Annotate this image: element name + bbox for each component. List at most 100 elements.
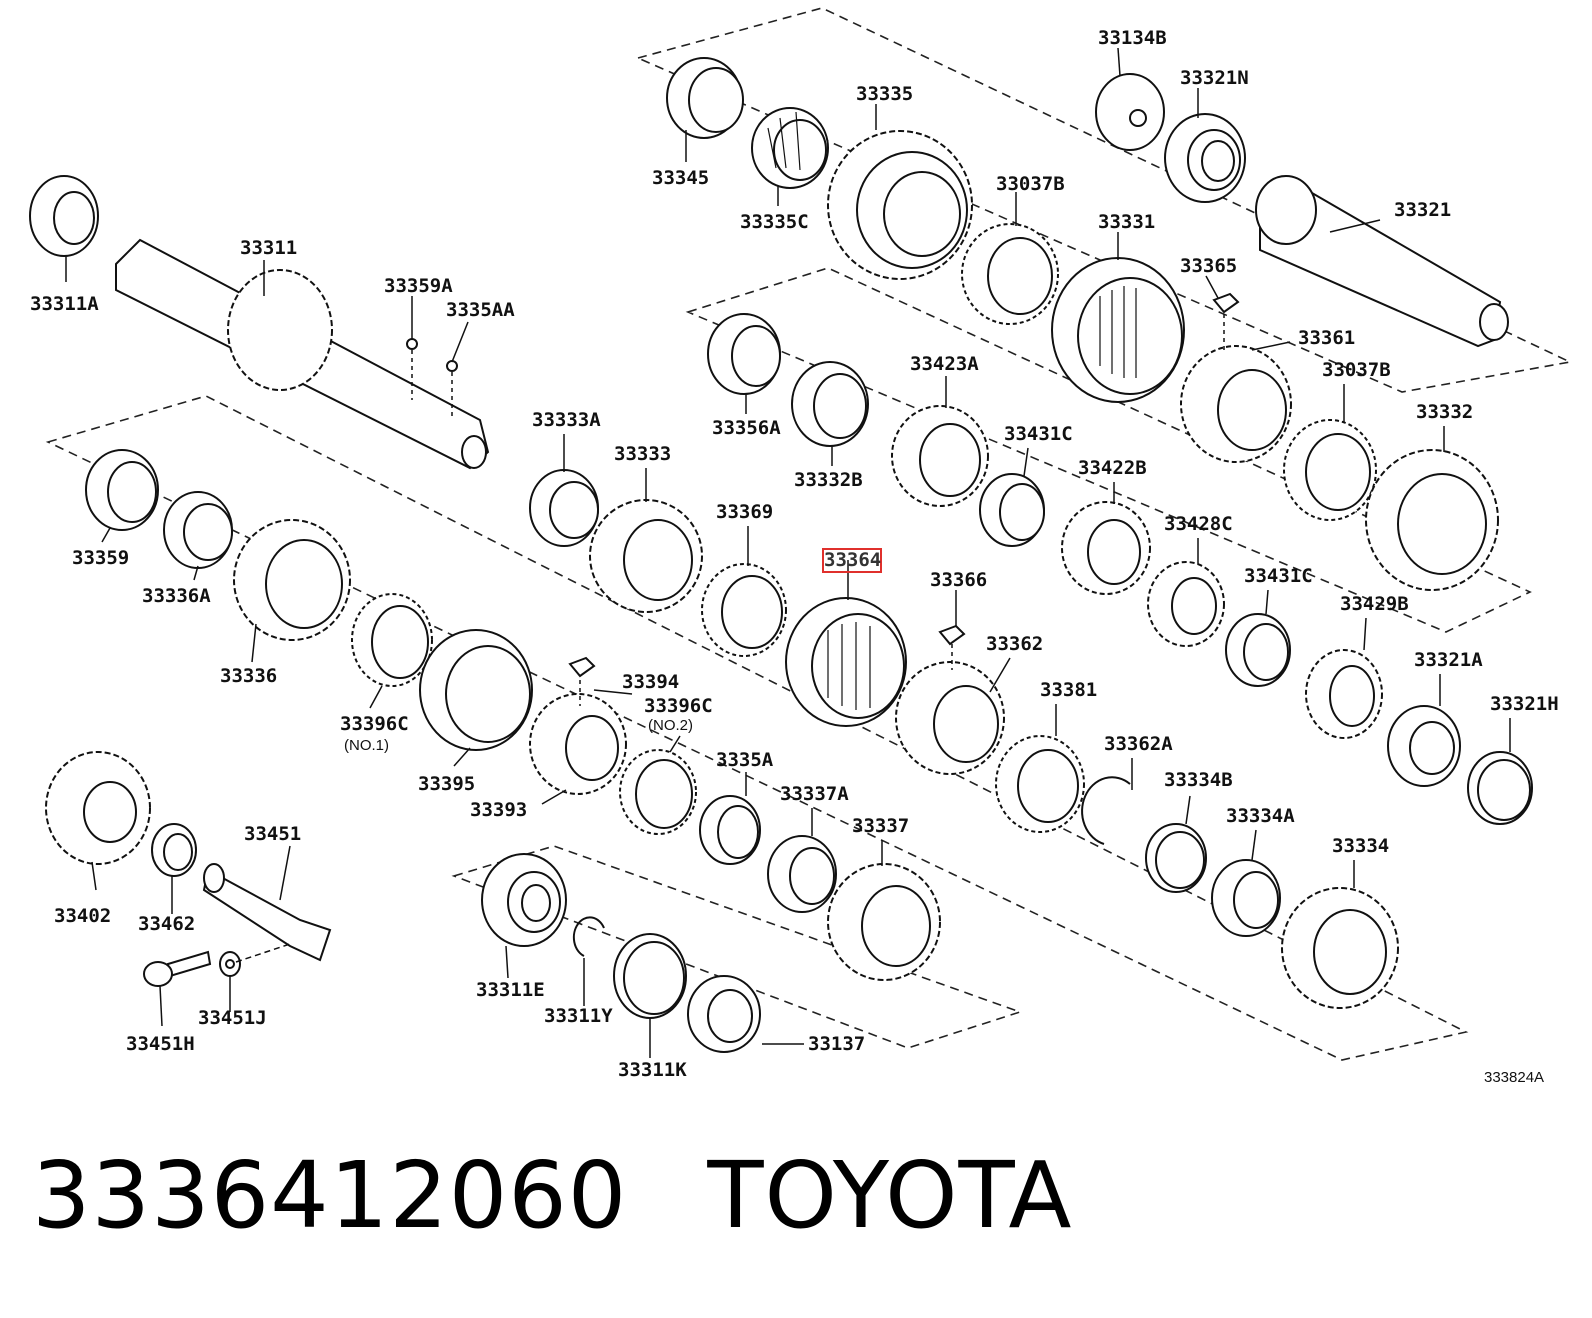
label-33321N: 33321N: [1180, 67, 1249, 89]
snapring-33362A: [1081, 776, 1131, 845]
bolt-33451H: [143, 950, 212, 987]
key-33366: [938, 624, 966, 646]
label-33037B-top: 33037B: [996, 173, 1065, 195]
caption: 3336412060 TOYOTA: [32, 1150, 1073, 1242]
sleeve-33359: [85, 449, 159, 531]
bearing-33321N: [1164, 113, 1246, 203]
sleeve-33331: [1051, 257, 1185, 403]
label-33369: 33369: [716, 501, 773, 523]
label-33395: 33395: [418, 773, 475, 795]
leader-lines: [65, 47, 1511, 1058]
label-33334A: 33334A: [1226, 805, 1295, 827]
label-33431C-a: 33431C: [1004, 423, 1073, 445]
label-33356A: 33356A: [712, 417, 781, 439]
label-33423A: 33423A: [910, 353, 979, 375]
ring-33311K: [613, 933, 687, 1019]
snapring-33311Y: [572, 916, 605, 957]
label-3335A: 3335A: [716, 749, 774, 771]
label-33037B-right: 33037B: [1322, 359, 1391, 381]
sleeve-33333A: [529, 469, 599, 547]
label-33402: 33402: [54, 905, 111, 927]
ring-33396C-no1: [351, 593, 433, 687]
bearing-33334A: [1211, 859, 1281, 937]
sleeve-33431C-a: [979, 473, 1045, 547]
bearing-33321A: [1387, 705, 1461, 787]
label-33393: 33393: [470, 799, 527, 821]
label-33333A: 33333A: [532, 409, 601, 431]
hub-33393: [529, 693, 627, 795]
label-33429B: 33429B: [1340, 593, 1409, 615]
drawing-code: 333824A: [1484, 1069, 1544, 1086]
label-33365: 33365: [1180, 255, 1237, 277]
label-33321A: 33321A: [1414, 649, 1483, 671]
shaft-33311: [115, 238, 490, 470]
gear-33332: [1365, 449, 1499, 591]
label-33364: 33364: [824, 549, 881, 571]
label-33337A: 33337A: [780, 783, 849, 805]
part-number: 3336412060: [32, 1142, 628, 1249]
label-33381: 33381: [1040, 679, 1097, 701]
label-33334: 33334: [1332, 835, 1389, 857]
label-33396C-no1: 33396C: [340, 713, 409, 735]
label-33422B: 33422B: [1078, 457, 1147, 479]
bearing-33335C: [751, 107, 829, 189]
shaft-33321: [1255, 175, 1509, 348]
washer-33451J: [219, 951, 241, 977]
label-33394: 33394: [622, 671, 679, 693]
ring-33321H: [1467, 751, 1533, 825]
key-33365: [1212, 292, 1240, 314]
label-33336: 33336: [220, 665, 277, 687]
label-33332B: 33332B: [794, 469, 863, 491]
gear-33335: [827, 130, 973, 280]
highlight-box: [822, 548, 882, 573]
hub-33362: [895, 661, 1005, 775]
note-no1: (NO.1): [344, 737, 389, 754]
label-33331: 33331: [1098, 211, 1155, 233]
shaft-33451: [202, 863, 332, 962]
ring-33037B-top: [961, 223, 1059, 325]
seal-33137: [687, 975, 761, 1053]
washer-33462: [151, 823, 197, 877]
gear-33428C: [1147, 561, 1225, 647]
bearing-33311A: [29, 175, 99, 257]
label-3335AA: 3335AA: [446, 299, 515, 321]
ring-33381: [995, 735, 1085, 833]
label-33332: 33332: [1416, 401, 1473, 423]
label-33337: 33337: [852, 815, 909, 837]
sleeve-3335A: [699, 795, 761, 865]
ball-3335AA: [446, 360, 458, 372]
brand-name: TOYOTA: [707, 1142, 1073, 1249]
gear-33334: [1281, 887, 1399, 1009]
gear-33402: [45, 751, 151, 865]
ring-33037B-right: [1283, 419, 1377, 521]
label-33311Y: 33311Y: [544, 1005, 613, 1027]
bearing-33337A: [767, 835, 837, 913]
sleeve-33364: [785, 597, 907, 727]
gear-33422B: [1061, 501, 1151, 595]
bearing-33311E: [481, 853, 567, 947]
hub-33361: [1180, 345, 1292, 463]
gear-33337: [827, 863, 941, 981]
label-33428C: 33428C: [1164, 513, 1233, 535]
sleeve-33345: [666, 57, 744, 139]
parts-diagram: 33134B 33321N 33335 33345 33335C 33037B …: [29, 7, 1573, 1086]
part-labels: 33134B 33321N 33335 33345 33335C 33037B …: [30, 27, 1559, 1086]
label-33366: 33366: [930, 569, 987, 591]
gear-33333: [589, 499, 703, 613]
ring-33396C-no2: [619, 749, 697, 835]
label-33462: 33462: [138, 913, 195, 935]
label-33361: 33361: [1298, 327, 1355, 349]
ring-33369: [701, 563, 787, 657]
label-33321: 33321: [1394, 199, 1451, 221]
key-33394: [568, 656, 596, 678]
label-33431C-b: 33431C: [1244, 565, 1313, 587]
label-33451: 33451: [244, 823, 301, 845]
parts: [29, 57, 1533, 1053]
group-outlines: [45, 7, 1573, 1061]
label-33336A: 33336A: [142, 585, 211, 607]
ball-33359A: [406, 338, 418, 350]
sleeve-33395: [419, 629, 533, 751]
label-33451J: 33451J: [198, 1007, 267, 1029]
label-33333: 33333: [614, 443, 671, 465]
label-33311K: 33311K: [618, 1059, 687, 1081]
